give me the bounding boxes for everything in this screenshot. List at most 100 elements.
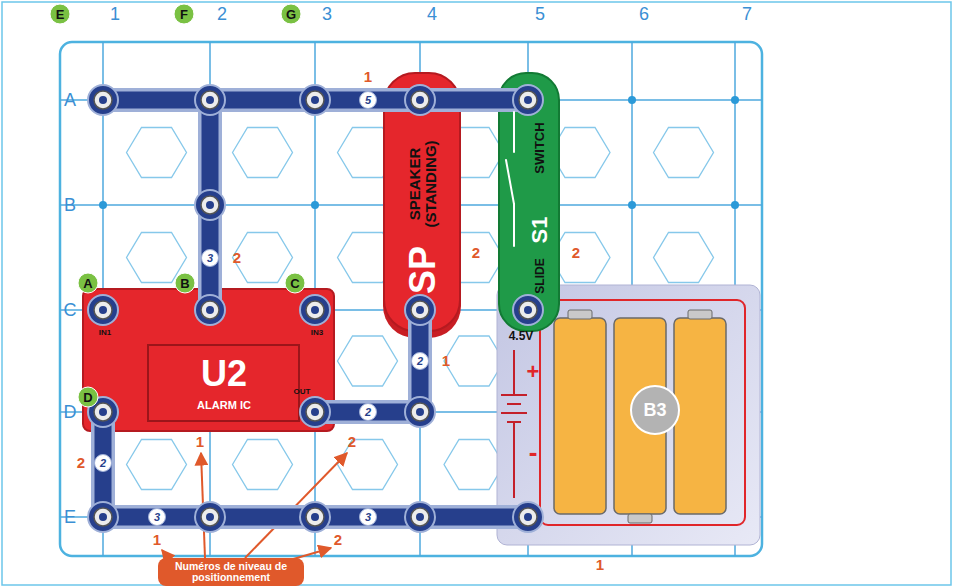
grid-dot [99, 513, 107, 521]
snap-center [206, 513, 214, 521]
snap [195, 295, 225, 325]
part-text: SWITCH [533, 122, 547, 173]
level-number: 1 [442, 353, 450, 369]
snap-ring [94, 301, 112, 319]
snap-ring [306, 508, 324, 526]
snap [300, 85, 330, 115]
grid-coordinate: 2 [217, 5, 227, 24]
grid-dot [206, 201, 214, 209]
snap-connectors [88, 85, 543, 532]
wire-length-number: 2 [411, 352, 429, 370]
wire-bodies [103, 100, 528, 517]
snap-wire [103, 509, 315, 526]
snap-ring [306, 403, 324, 421]
snap-ring [411, 403, 429, 421]
hex-cell [127, 128, 187, 178]
base-grid-board [60, 42, 762, 556]
snap [405, 85, 435, 115]
snap-center [416, 513, 424, 521]
snap-ring [519, 508, 537, 526]
grid-dot [311, 408, 319, 416]
grid-dot [99, 201, 107, 209]
level-number: 1 [196, 434, 204, 450]
grid-coordinate: E [64, 508, 76, 527]
grid-dot [311, 96, 319, 104]
grid-dot [524, 513, 532, 521]
wire-length-number: 3 [359, 508, 377, 526]
wire-length-number: 3 [148, 508, 166, 526]
grid-coordinate: D [64, 403, 77, 422]
snap-center [311, 96, 319, 104]
snap [300, 397, 330, 427]
part-text: 4.5V [509, 330, 534, 343]
snap-center [99, 306, 107, 314]
part-text: U2 [201, 355, 247, 393]
snap-ring [201, 91, 219, 109]
snap [88, 295, 118, 325]
part-id-circle: B3 [630, 385, 680, 435]
snap [405, 502, 435, 532]
wire-outline [103, 88, 528, 112]
snap [195, 190, 225, 220]
grid-dot [628, 96, 636, 104]
snap [405, 295, 435, 325]
snap-ring [411, 91, 429, 109]
hex-cell [233, 233, 293, 283]
hex-cell [127, 440, 187, 490]
snap-ring [94, 508, 112, 526]
snap-center [206, 306, 214, 314]
grid-dot [99, 96, 107, 104]
hex-cell [444, 336, 504, 386]
level-number: 2 [472, 245, 480, 261]
part-text: S1 [528, 217, 551, 244]
grid-dot [206, 96, 214, 104]
pin-letter: E [50, 4, 71, 25]
switch-symbol [506, 112, 514, 246]
snap-ring [201, 508, 219, 526]
snap-center [311, 306, 319, 314]
grid-coordinate: 3 [322, 5, 332, 24]
grid-coordinate: 7 [742, 5, 752, 24]
pin-letter: D [78, 387, 99, 408]
snap-wire [103, 92, 528, 109]
snap-center [416, 408, 424, 416]
grid-coordinate: 5 [535, 5, 545, 24]
grid-dot [99, 306, 107, 314]
snap-center [416, 306, 424, 314]
grid-dot [206, 306, 214, 314]
pin-letter: C [285, 273, 306, 294]
wire-length-number: 3 [201, 249, 219, 267]
grid-dot [416, 96, 424, 104]
wire-outline [103, 505, 315, 529]
grid-dot [99, 408, 107, 416]
grid-lines [60, 42, 762, 556]
snap-center [524, 306, 532, 314]
level-number: 2 [572, 245, 580, 261]
grid-dot [416, 513, 424, 521]
pin-letter: A [78, 273, 99, 294]
snap-center [99, 513, 107, 521]
pin-letter: G [281, 4, 302, 25]
snap-center [311, 408, 319, 416]
hex-cell [444, 440, 504, 490]
snap-ring [411, 301, 429, 319]
grid-dot [311, 306, 319, 314]
snap-ring [306, 301, 324, 319]
part-text: - [529, 439, 538, 466]
snap [88, 502, 118, 532]
grid-dot [416, 408, 424, 416]
snap-ring [411, 508, 429, 526]
hex-cell [233, 128, 293, 178]
grid-coordinate: 4 [427, 5, 437, 24]
part-text: IN1 [99, 329, 111, 337]
ic-label-box: U2ALARM IC [147, 344, 300, 422]
part-text: B3 [643, 401, 666, 420]
part-text: ALARM IC [197, 400, 251, 412]
snap-wire [202, 100, 219, 310]
hex-cell [654, 128, 714, 178]
snap-wire [315, 509, 528, 526]
snap-ring [94, 91, 112, 109]
snap-ring [519, 91, 537, 109]
